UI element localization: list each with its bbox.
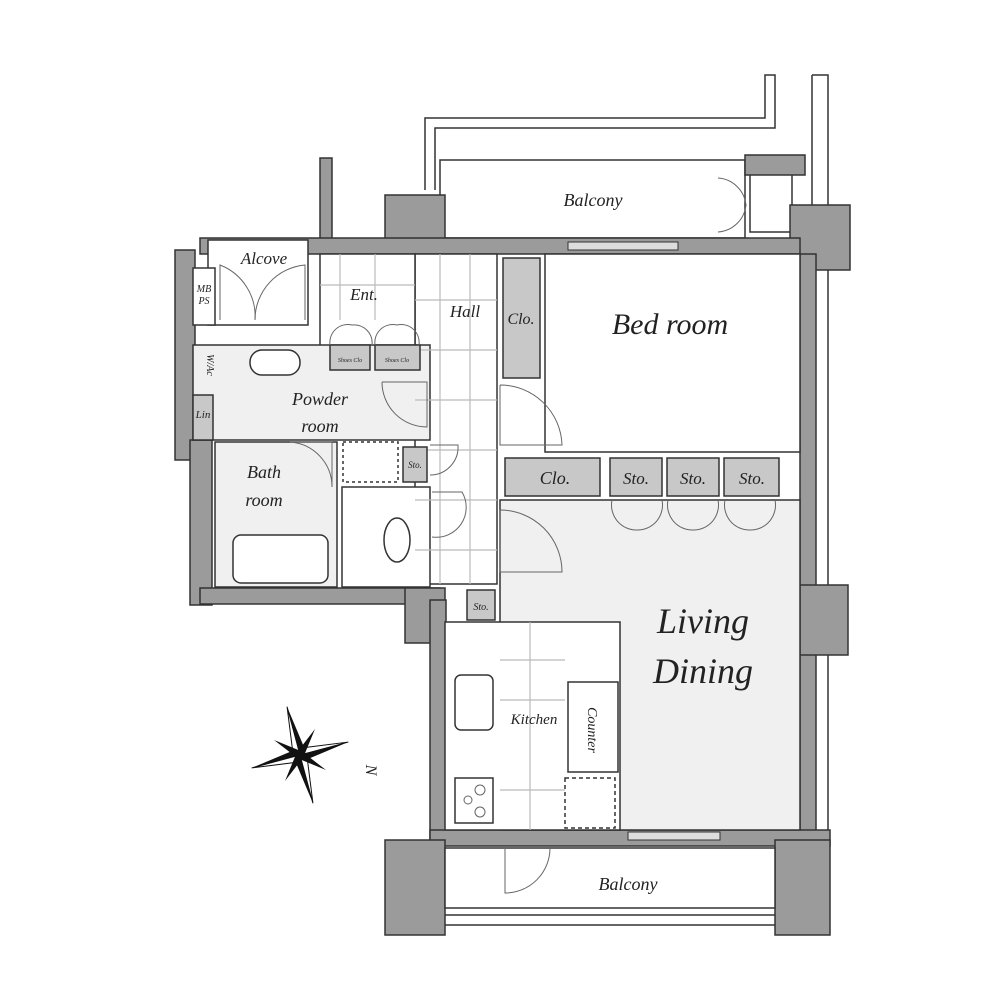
linen[interactable] <box>192 394 214 441</box>
label-linen: Lin <box>195 409 211 421</box>
label-storage-small: Sto. <box>408 460 422 470</box>
label-storage-3: Sto. <box>739 469 765 488</box>
storage-1[interactable] <box>609 457 663 497</box>
counter <box>567 681 619 773</box>
balcony-bottom <box>444 847 776 909</box>
label-shoes-closet-1: Shoes Clo <box>338 358 362 364</box>
storage-3[interactable] <box>723 457 780 497</box>
doors[interactable] <box>219 264 563 573</box>
storage-small[interactable] <box>402 446 428 483</box>
label-closet-bedroom: Clo. <box>507 311 534 328</box>
floor-tiles <box>320 254 565 830</box>
label-entrance: Ent. <box>349 285 378 304</box>
compass-north-label: N <box>362 764 379 777</box>
label-kitchen: Kitchen <box>510 712 558 728</box>
label-storage-2: Sto. <box>680 469 706 488</box>
toilet <box>383 517 411 563</box>
closet-hall[interactable] <box>504 457 601 497</box>
bathtub <box>232 534 329 584</box>
label-balcony-top: Balcony <box>564 190 623 210</box>
label-living: Living <box>656 601 749 641</box>
label-counter: Counter <box>584 707 599 753</box>
shoes-closet-1[interactable] <box>329 344 371 371</box>
label-mb: MB <box>196 284 211 295</box>
stove <box>454 777 494 824</box>
shoes-closet-2[interactable] <box>374 344 421 371</box>
label-hall: Hall <box>449 302 481 321</box>
balcony-top <box>439 159 746 239</box>
label-powder-1: Powder <box>291 389 349 409</box>
storage-kitchen[interactable] <box>466 589 496 621</box>
outdoor-unit <box>749 169 793 233</box>
label-storage-kitchen: Sto. <box>473 602 488 613</box>
balcony-door <box>504 847 551 894</box>
label-storage-1: Sto. <box>623 469 649 488</box>
label-bedroom: Bed room <box>612 308 728 341</box>
storage-2[interactable] <box>666 457 720 497</box>
alcove <box>207 239 309 326</box>
label-dining: Dining <box>652 651 753 691</box>
label-alcove: Alcove <box>240 249 288 268</box>
label-ps: PS <box>197 296 209 307</box>
washbasin <box>249 349 301 376</box>
label-bath-1: Bath <box>247 462 281 482</box>
label-wac: W/Ac <box>204 354 215 376</box>
top-balcony-railing <box>424 74 829 832</box>
bedroom <box>544 253 801 453</box>
closet-bedroom[interactable] <box>502 257 541 379</box>
label-powder-2: room <box>301 416 338 436</box>
compass-icon <box>251 706 349 804</box>
label-closet-hall: Clo. <box>540 468 571 488</box>
sink <box>454 674 494 731</box>
label-bath-2: room <box>245 490 282 510</box>
label-shoes-closet-2: Shoes Clo <box>385 358 409 364</box>
label-balcony-bottom: Balcony <box>599 874 658 894</box>
